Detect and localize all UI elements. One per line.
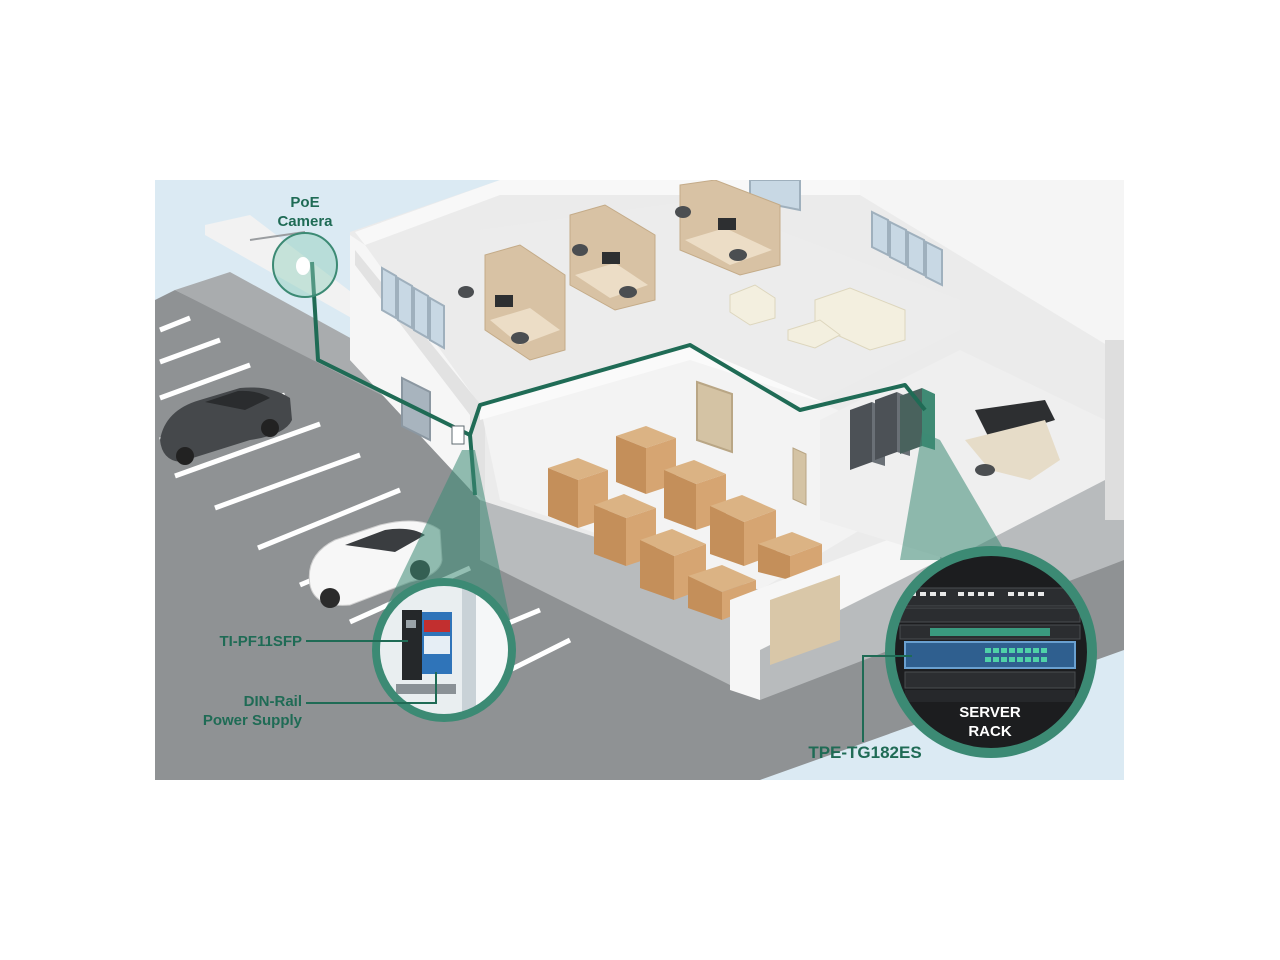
poe-camera-label-line2: Camera xyxy=(260,212,350,231)
wall-device xyxy=(452,426,464,444)
din-rail-label-line1: DIN-Rail xyxy=(160,692,302,711)
right-wall-edge xyxy=(1105,340,1124,520)
tpe-tg182es-switch xyxy=(905,642,1075,668)
din-rail-label-line2: Power Supply xyxy=(160,711,302,730)
warehouse-side-door xyxy=(793,448,806,505)
server-rack-label-line2: RACK xyxy=(940,722,1040,741)
control-desk xyxy=(965,400,1060,480)
server-rack-label-line1: SERVER xyxy=(940,703,1040,722)
warehouse-door xyxy=(697,382,732,452)
ti-pf11sfp-label: TI-PF11SFP xyxy=(180,632,302,651)
poe-camera-label-line1: PoE xyxy=(260,193,350,212)
poe-camera-label: PoE Camera xyxy=(260,193,350,231)
din-rail-label: DIN-Rail Power Supply xyxy=(160,692,302,730)
server-rack-label: SERVER RACK xyxy=(940,703,1040,741)
tpe-tg182es-label: TPE-TG182ES xyxy=(790,743,940,762)
